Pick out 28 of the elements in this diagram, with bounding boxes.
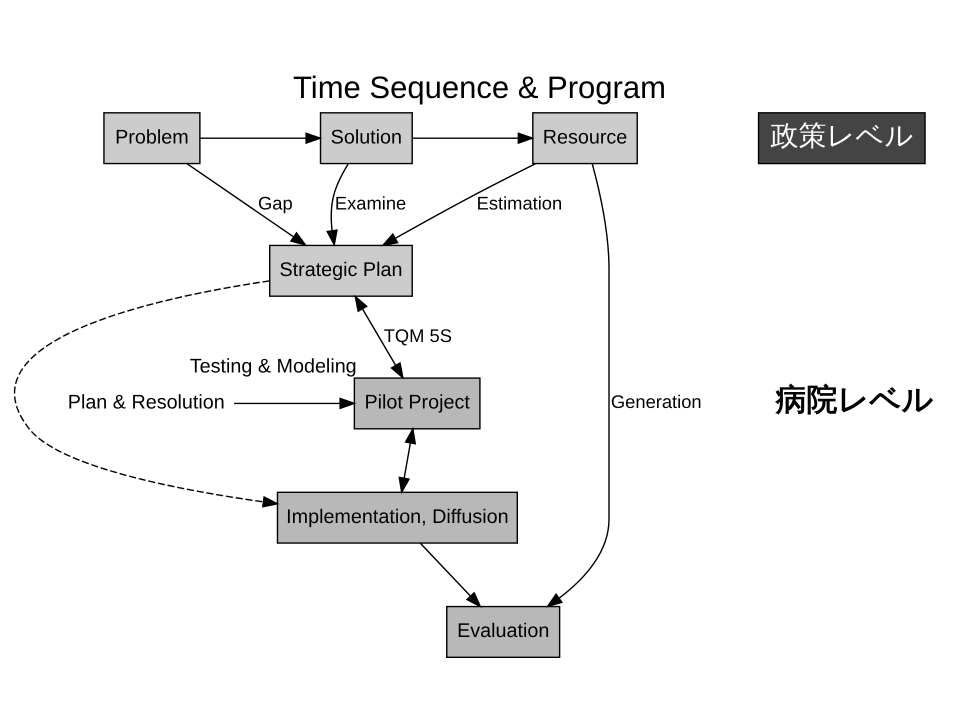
arrow xyxy=(234,397,356,410)
label: 病院レベル xyxy=(775,382,934,418)
arrow xyxy=(412,132,535,144)
arrow xyxy=(381,163,536,246)
arrow xyxy=(546,164,610,608)
node-label: Testing & Modeling xyxy=(190,356,357,378)
edge-label: Generation xyxy=(610,391,702,412)
node-text: Plan & Resolution xyxy=(68,392,225,414)
node-box: Pilot Project xyxy=(354,377,481,430)
node-box: Solution xyxy=(320,112,413,164)
edge-label: Examine xyxy=(334,192,406,214)
arrow xyxy=(398,426,416,494)
label: 政策レベル xyxy=(770,119,914,152)
node-box: Resource xyxy=(532,112,638,164)
arrow xyxy=(420,542,482,608)
arrow xyxy=(200,132,322,144)
edge-label: Gap xyxy=(258,192,293,214)
arrow xyxy=(14,280,280,508)
arrow xyxy=(354,294,404,380)
arrow xyxy=(186,163,308,246)
node-box: Strategic Plan xyxy=(269,244,413,297)
edge-label: TQM 5S xyxy=(384,324,452,346)
arrow xyxy=(326,164,349,247)
edge-label: Estimation xyxy=(476,192,562,214)
node-box: Problem xyxy=(103,112,201,164)
diagram-title: Time Sequence & Program xyxy=(293,70,666,106)
node-box: Implementation, Diffusion xyxy=(276,492,518,544)
node-box: Evaluation xyxy=(446,606,560,658)
